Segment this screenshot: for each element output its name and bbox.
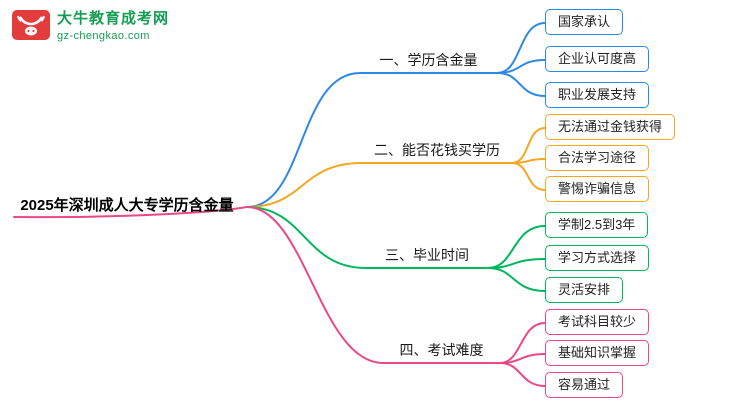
- site-logo[interactable]: 大牛教育成考网 gz-chengkao.com: [12, 10, 169, 45]
- leaf-node: 职业发展支持: [545, 82, 650, 108]
- bull-logo-icon: [12, 10, 50, 45]
- leaf-node: 灵活安排: [545, 277, 624, 303]
- leaf-node: 容易通过: [545, 372, 624, 398]
- leaf-node: 学习方式选择: [545, 245, 650, 271]
- branch-label-1: 一、学历含金量: [379, 52, 478, 68]
- logo-text: 大牛教育成考网 gz-chengkao.com: [57, 10, 169, 42]
- leaf-node: 国家承认: [545, 9, 624, 35]
- branch-label-4: 四、考试难度: [399, 342, 484, 358]
- root-topic: 2025年深圳成人大专学历含金量: [20, 197, 234, 214]
- leaf-node: 无法通过金钱获得: [545, 114, 676, 140]
- branch-label-2: 二、能否花钱买学历: [374, 142, 500, 158]
- leaf-node: 企业认可度高: [545, 46, 650, 72]
- leaf-node: 合法学习途径: [545, 145, 650, 171]
- leaf-node: 基础知识掌握: [545, 340, 650, 366]
- logo-domain: gz-chengkao.com: [57, 30, 150, 42]
- branch-label-3: 三、毕业时间: [385, 247, 469, 263]
- leaf-node: 警惕诈骗信息: [545, 176, 650, 202]
- leaf-node: 考试科目较少: [545, 309, 650, 335]
- logo-title: 大牛教育成考网: [57, 10, 170, 27]
- leaf-node: 学制2.5到3年: [545, 212, 649, 238]
